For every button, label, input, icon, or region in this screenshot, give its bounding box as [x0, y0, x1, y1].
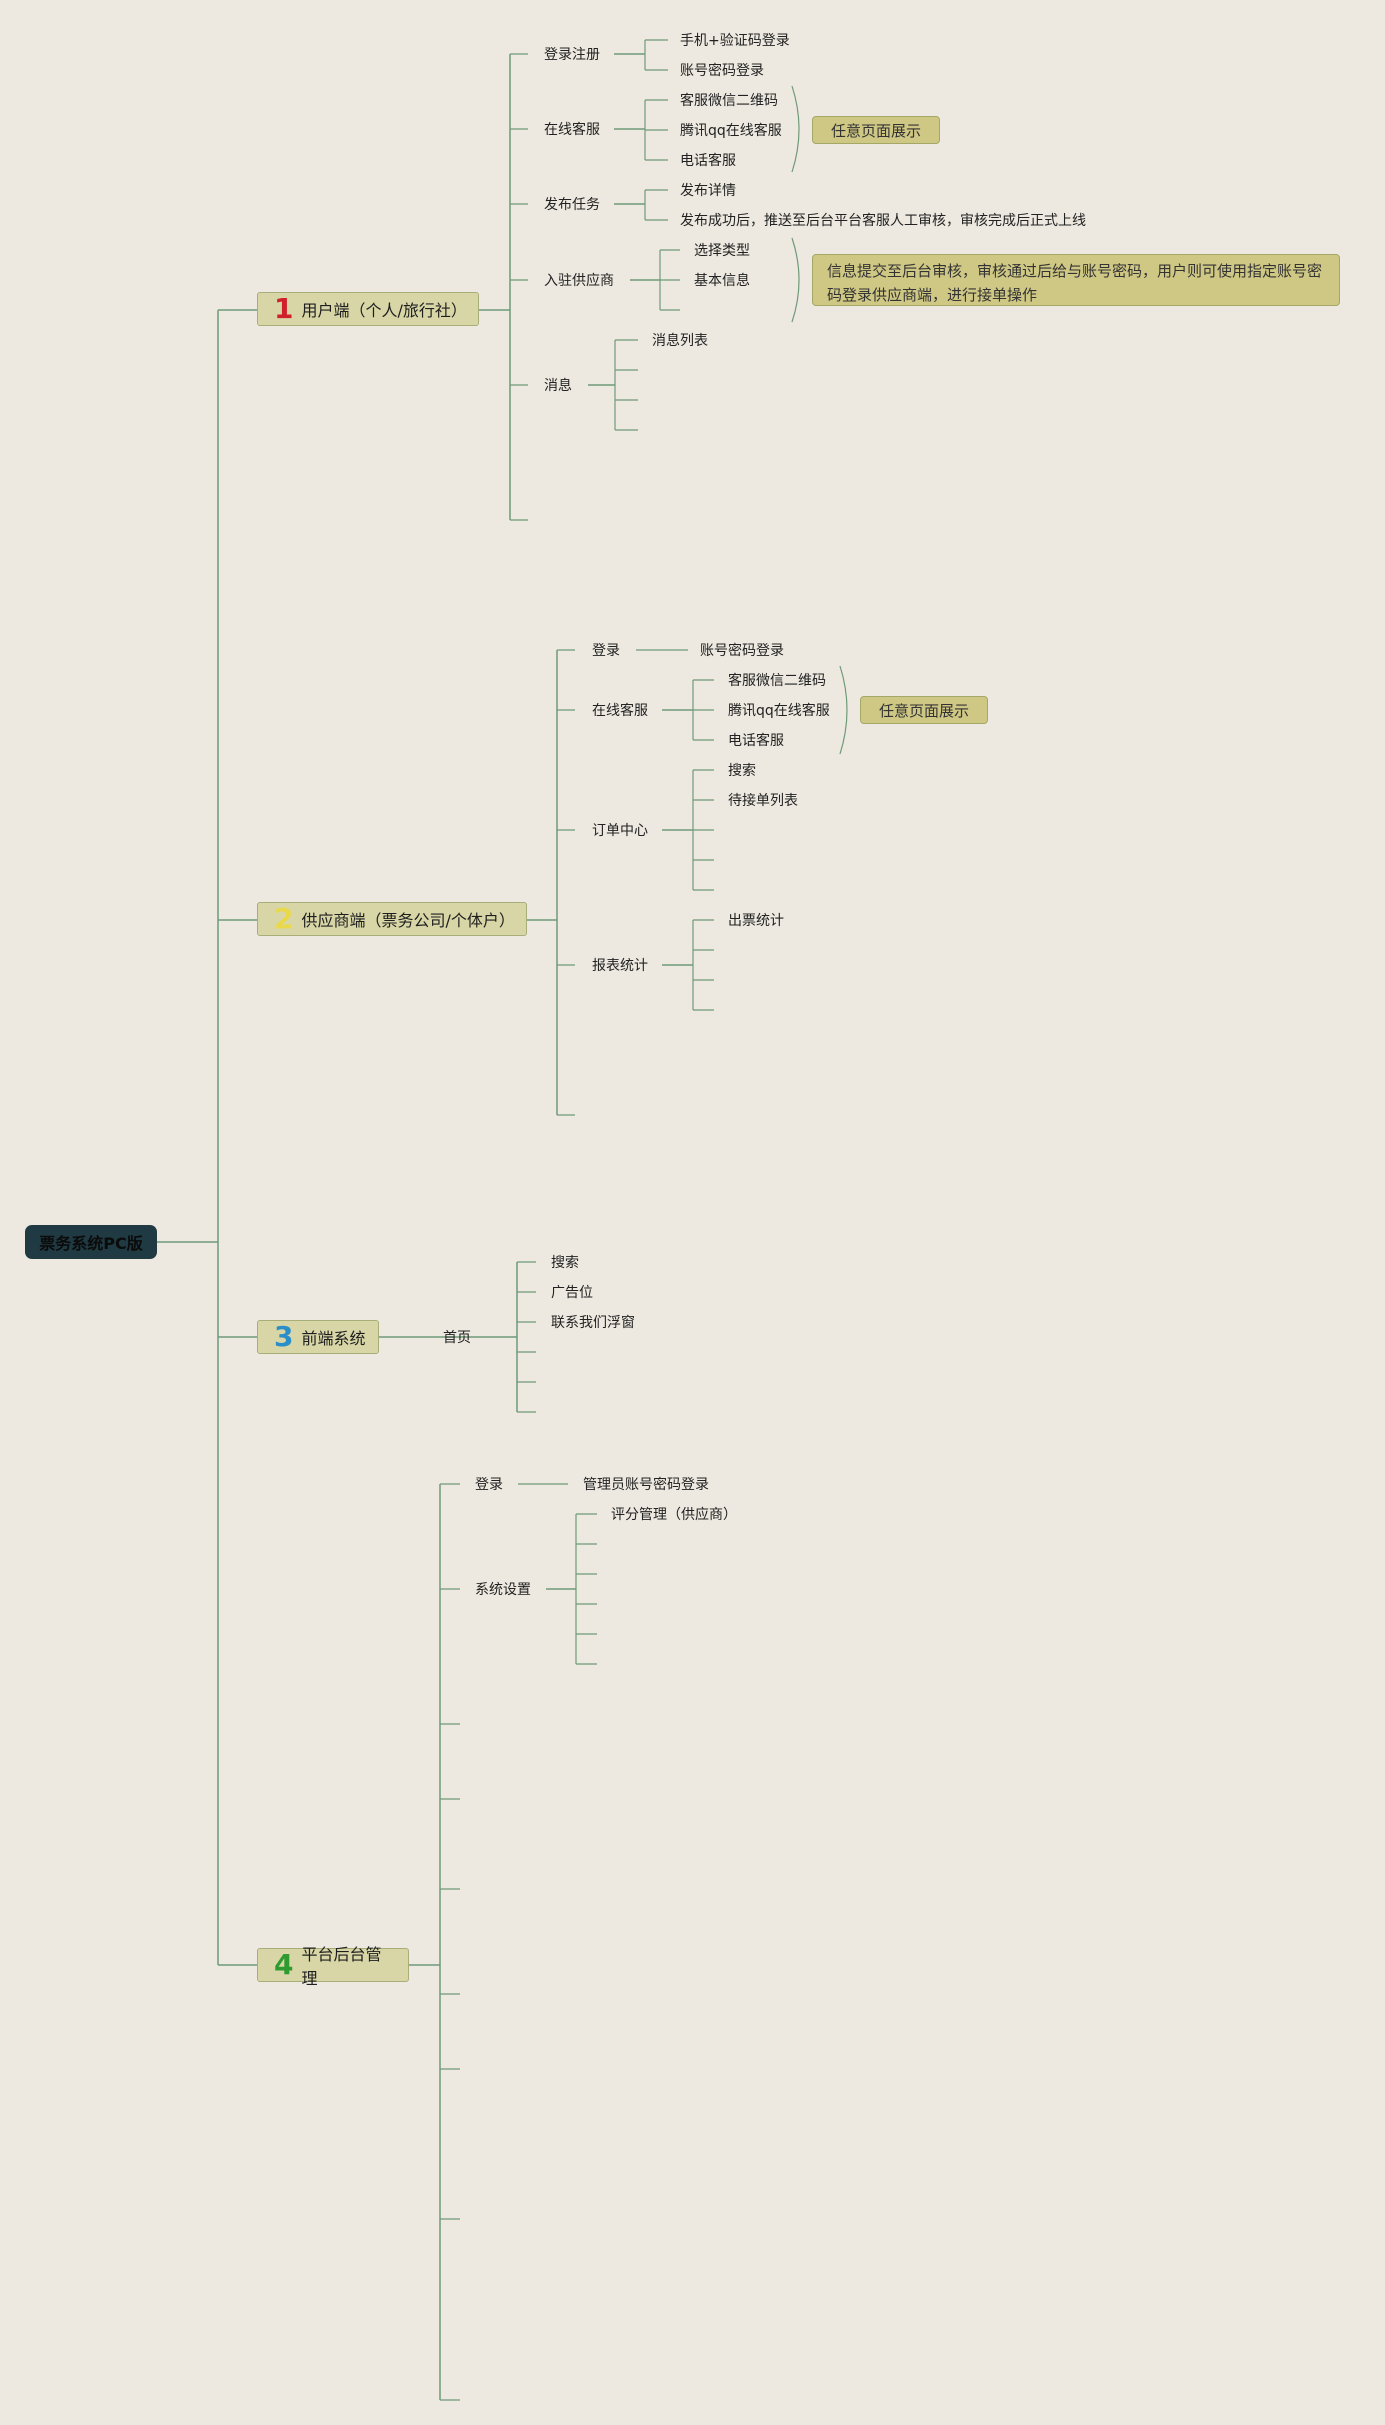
- leaf-basic-info[interactable]: 基本信息: [694, 273, 750, 289]
- group-supplier-service[interactable]: 在线客服: [592, 703, 648, 719]
- branch-label: 用户端（个人/旅行社）: [301, 301, 467, 320]
- group-order-center[interactable]: 订单中心: [592, 823, 648, 839]
- leaf-home-search[interactable]: 搜索: [551, 1255, 579, 1271]
- group-reports[interactable]: 报表统计: [592, 958, 648, 974]
- group-join-supplier[interactable]: 入驻供应商: [544, 273, 614, 289]
- note-text: 任意页面展示: [830, 121, 921, 140]
- note-text: 任意页面展示: [878, 701, 969, 720]
- number-4-icon: 4: [274, 1948, 294, 1981]
- number-1-icon: 1: [274, 292, 294, 325]
- group-supplier-login[interactable]: 登录: [592, 643, 620, 659]
- leaf-ad-slot[interactable]: 广告位: [551, 1285, 593, 1301]
- leaf-order-search[interactable]: 搜索: [728, 763, 756, 779]
- leaf-supplier-qq-service[interactable]: 腾讯qq在线客服: [728, 703, 830, 719]
- leaf-pending-orders[interactable]: 待接单列表: [728, 793, 798, 809]
- leaf-account-password-login[interactable]: 账号密码登录: [680, 63, 764, 79]
- leaf-qq-service[interactable]: 腾讯qq在线客服: [680, 123, 782, 139]
- leaf-ticket-stats[interactable]: 出票统计: [728, 913, 784, 929]
- branch-frontend[interactable]: 3 前端系统: [257, 1320, 379, 1354]
- group-login-register[interactable]: 登录注册: [544, 47, 600, 63]
- leaf-supplier-wechat-qr[interactable]: 客服微信二维码: [728, 673, 826, 689]
- leaf-select-type[interactable]: 选择类型: [694, 243, 750, 259]
- note-text: 信息提交至后台审核，审核通过后给与账号密码，用户则可使用指定账号密码登录供应商端…: [827, 262, 1323, 304]
- group-publish-task[interactable]: 发布任务: [544, 197, 600, 213]
- leaf-publish-review[interactable]: 发布成功后，推送至后台平台客服人工审核，审核完成后正式上线: [680, 213, 1086, 229]
- branch-label: 供应商端（票务公司/个体户）: [301, 911, 515, 930]
- note-supplier-review: 信息提交至后台审核，审核通过后给与账号密码，用户则可使用指定账号密码登录供应商端…: [812, 254, 1340, 306]
- brace-23: [791, 85, 800, 173]
- leaf-phone-code-login[interactable]: 手机+验证码登录: [680, 33, 790, 49]
- root-label: 票务系统PC版: [39, 1234, 143, 1253]
- leaf-message-list[interactable]: 消息列表: [652, 333, 708, 349]
- note-supplier-any-page: 任意页面展示: [860, 696, 988, 724]
- leaf-rating-management[interactable]: 评分管理（供应商）: [611, 1507, 737, 1523]
- leaf-wechat-qr[interactable]: 客服微信二维码: [680, 93, 778, 109]
- group-admin-login[interactable]: 登录: [475, 1477, 503, 1493]
- leaf-publish-details[interactable]: 发布详情: [680, 183, 736, 199]
- branch-user-client[interactable]: 1 用户端（个人/旅行社）: [257, 292, 479, 326]
- brace-33: [791, 237, 800, 323]
- root-node[interactable]: 票务系统PC版: [25, 1225, 157, 1259]
- branch-label: 平台后台管理: [301, 1945, 382, 1988]
- leaf-contact-float[interactable]: 联系我们浮窗: [551, 1315, 635, 1331]
- group-online-service[interactable]: 在线客服: [544, 122, 600, 138]
- branch-admin[interactable]: 4 平台后台管理: [257, 1945, 409, 1988]
- branch-label: 前端系统: [301, 1329, 366, 1348]
- note-any-page-display: 任意页面展示: [812, 116, 940, 144]
- group-messages[interactable]: 消息: [544, 378, 572, 394]
- leaf-supplier-phone-service[interactable]: 电话客服: [728, 733, 784, 749]
- number-3-icon: 3: [274, 1320, 294, 1353]
- group-home[interactable]: 首页: [443, 1330, 471, 1346]
- group-system-settings[interactable]: 系统设置: [475, 1582, 531, 1598]
- leaf-supplier-account-login[interactable]: 账号密码登录: [700, 643, 784, 659]
- brace-53: [839, 665, 848, 755]
- leaf-admin-account-login[interactable]: 管理员账号密码登录: [583, 1477, 709, 1493]
- leaf-phone-service[interactable]: 电话客服: [680, 153, 736, 169]
- number-2-icon: 2: [274, 902, 294, 935]
- branch-supplier-client[interactable]: 2 供应商端（票务公司/个体户）: [257, 902, 527, 936]
